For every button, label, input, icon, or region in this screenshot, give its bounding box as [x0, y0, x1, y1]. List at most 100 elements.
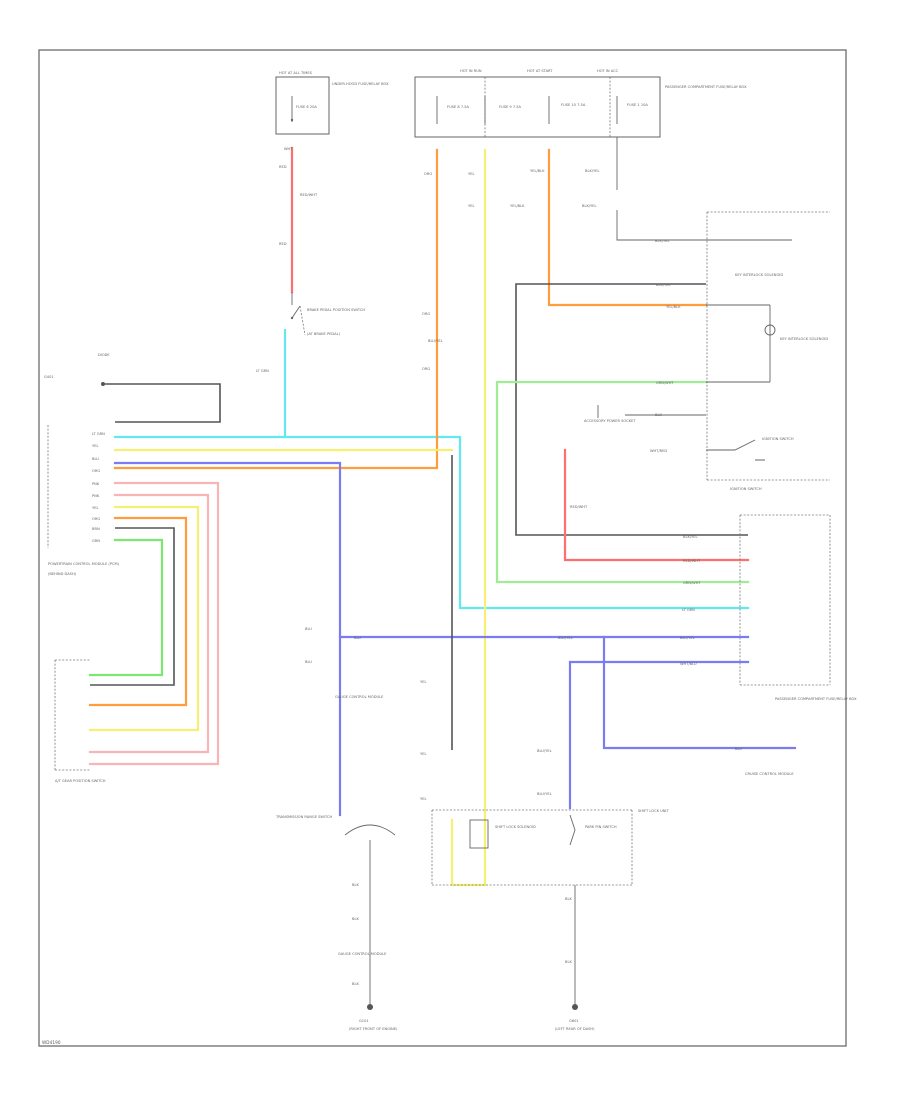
svg-text:FUSE 1 10A: FUSE 1 10A — [627, 103, 648, 107]
svg-text:BLU: BLU — [354, 636, 361, 640]
svg-text:FUSE 10 7.5A: FUSE 10 7.5A — [561, 103, 586, 107]
svg-text:RED/WHT: RED/WHT — [570, 505, 588, 509]
ground-bottom-left: G101 (RIGHT FRONT OF ENGINE) — [349, 1004, 398, 1031]
svg-text:ORG: ORG — [92, 517, 100, 521]
svg-text:HOT AT START: HOT AT START — [527, 69, 553, 73]
svg-text:HOT AT ALL TIMES: HOT AT ALL TIMES — [279, 71, 313, 75]
svg-text:BLK: BLK — [655, 413, 662, 417]
footer-code: WD4190 — [42, 1040, 61, 1045]
svg-text:UNDER-HOOD FUSE/RELAY BOX: UNDER-HOOD FUSE/RELAY BOX — [332, 82, 389, 86]
svg-text:BLK: BLK — [352, 883, 359, 887]
svg-text:A/T GEAR POSITION SWITCH: A/T GEAR POSITION SWITCH — [55, 779, 106, 783]
svg-text:GRN: GRN — [92, 539, 100, 543]
diagram-frame — [38, 49, 847, 1047]
svg-text:BLU: BLU — [735, 747, 742, 751]
svg-text:YEL: YEL — [420, 752, 426, 756]
svg-text:LT GRN: LT GRN — [682, 608, 695, 612]
svg-text:YEL/BLK: YEL/BLK — [510, 204, 525, 208]
svg-text:RED: RED — [279, 242, 287, 246]
svg-text:YEL: YEL — [420, 797, 426, 801]
svg-text:CRUISE CONTROL MODULE: CRUISE CONTROL MODULE — [745, 772, 794, 776]
svg-text:POWERTRAIN CONTROL MODULE (PCM: POWERTRAIN CONTROL MODULE (PCM) — [48, 562, 120, 566]
ground-bottom-right: G601 (LEFT REAR OF DASH) — [555, 1004, 595, 1031]
svg-text:IGNITION SWITCH: IGNITION SWITCH — [762, 437, 794, 441]
passenger-fuse-box-connector: PASSENGER COMPARTMENT FUSE/RELAY BOX — [739, 514, 857, 701]
svg-text:GRN/WHT: GRN/WHT — [656, 381, 674, 385]
svg-text:TRANSMISSION RANGE SWITCH: TRANSMISSION RANGE SWITCH — [275, 815, 333, 819]
svg-text:BLU/YEL: BLU/YEL — [537, 749, 552, 753]
svg-text:GRN/WHT: GRN/WHT — [683, 581, 701, 585]
svg-text:ACCESSORY POWER SOCKET: ACCESSORY POWER SOCKET — [584, 419, 636, 423]
svg-text:BLU: BLU — [305, 660, 312, 664]
svg-text:KEY INTERLOCK SOLENOID: KEY INTERLOCK SOLENOID — [735, 273, 783, 277]
gear-position-switch: A/T GEAR POSITION SWITCH — [54, 659, 106, 783]
svg-text:LT GRN: LT GRN — [92, 432, 105, 436]
svg-text:PARK PIN SWITCH: PARK PIN SWITCH — [585, 825, 617, 829]
svg-text:HOT IN ACC: HOT IN ACC — [597, 69, 619, 73]
svg-text:IGNITION SWITCH: IGNITION SWITCH — [730, 487, 762, 491]
svg-text:ORG: ORG — [424, 172, 432, 176]
svg-text:YEL/BLK: YEL/BLK — [530, 169, 545, 173]
svg-text:YEL: YEL — [92, 506, 98, 510]
svg-text:RED/WHT: RED/WHT — [683, 559, 701, 563]
svg-text:BLK/YEL: BLK/YEL — [655, 239, 670, 243]
svg-text:KEY INTERLOCK SOLENOID: KEY INTERLOCK SOLENOID — [780, 337, 828, 341]
pcm-connector: POWERTRAIN CONTROL MODULE (PCM) (BEHIND … — [47, 425, 120, 576]
svg-text:(RIGHT FRONT OF ENGINE): (RIGHT FRONT OF ENGINE) — [349, 1027, 398, 1031]
svg-text:PNK: PNK — [92, 494, 100, 498]
svg-text:PNK: PNK — [92, 482, 100, 486]
svg-text:BRAKE PEDAL POSITION SWITCH: BRAKE PEDAL POSITION SWITCH — [307, 308, 365, 312]
shift-lock-unit: SHIFT LOCK UNIT SHIFT LOCK SOLENOID PARK… — [431, 809, 669, 886]
svg-text:BLU: BLU — [92, 457, 99, 461]
svg-text:PASSENGER COMPARTMENT FUSE/REL: PASSENGER COMPARTMENT FUSE/RELAY BOX — [665, 85, 747, 89]
svg-text:YEL: YEL — [468, 172, 474, 176]
svg-text:G401: G401 — [44, 375, 54, 379]
svg-text:RED/WHT: RED/WHT — [300, 193, 318, 197]
svg-text:BLK/YEL: BLK/YEL — [656, 283, 671, 287]
svg-text:ORG: ORG — [422, 367, 430, 371]
svg-text:ORG: ORG — [422, 312, 430, 316]
svg-text:SHIFT LOCK SOLENOID: SHIFT LOCK SOLENOID — [495, 825, 536, 829]
svg-text:DIODE: DIODE — [98, 353, 110, 357]
svg-text:FUSE 6 20A: FUSE 6 20A — [296, 105, 317, 109]
svg-text:BLK: BLK — [352, 982, 359, 986]
svg-text:ORG: ORG — [92, 469, 100, 473]
svg-text:(LEFT REAR OF DASH): (LEFT REAR OF DASH) — [555, 1027, 595, 1031]
svg-text:WHT: WHT — [284, 147, 293, 151]
svg-text:BLU: BLU — [305, 627, 312, 631]
svg-text:GAUGE CONTROL MODULE: GAUGE CONTROL MODULE — [335, 695, 384, 699]
svg-text:FUSE 8 7.5A: FUSE 8 7.5A — [447, 105, 470, 109]
svg-text:SHIFT LOCK UNIT: SHIFT LOCK UNIT — [638, 809, 669, 813]
svg-text:YEL: YEL — [420, 680, 426, 684]
svg-text:BLU/YEL: BLU/YEL — [537, 792, 552, 796]
svg-text:G101: G101 — [359, 1019, 369, 1023]
svg-text:BLU/YEL: BLU/YEL — [558, 636, 573, 640]
svg-text:PASSENGER COMPARTMENT FUSE/REL: PASSENGER COMPARTMENT FUSE/RELAY BOX — [775, 697, 857, 701]
svg-text:(BEHIND DASH): (BEHIND DASH) — [48, 572, 77, 576]
svg-text:BLK/YEL: BLK/YEL — [585, 169, 600, 173]
svg-text:BLK/YEL: BLK/YEL — [582, 204, 597, 208]
svg-text:BLK: BLK — [352, 917, 359, 921]
transmission-range-switch: TRANSMISSION RANGE SWITCH — [275, 815, 396, 865]
brake-pedal-switch: BRAKE PEDAL POSITION SWITCH (AT BRAKE PE… — [290, 292, 365, 336]
svg-text:BLK: BLK — [565, 897, 572, 901]
svg-text:BLU/YEL: BLU/YEL — [428, 339, 443, 343]
svg-text:WHT/RED: WHT/RED — [650, 449, 667, 453]
svg-text:WHT/BLU: WHT/BLU — [680, 662, 697, 666]
svg-text:LT GRN: LT GRN — [256, 369, 269, 373]
svg-text:YEL: YEL — [92, 444, 98, 448]
svg-text:BLU/YEL: BLU/YEL — [680, 636, 695, 640]
svg-text:GAUGE CONTROL MODULE: GAUGE CONTROL MODULE — [338, 952, 387, 956]
svg-text:BLK/YEL: BLK/YEL — [683, 535, 698, 539]
svg-text:BLK: BLK — [565, 960, 572, 964]
svg-text:(AT BRAKE PEDAL): (AT BRAKE PEDAL) — [307, 332, 341, 336]
svg-text:G601: G601 — [569, 1019, 579, 1023]
svg-text:YEL/BLK: YEL/BLK — [666, 305, 681, 309]
key-interlock-unit: KEY INTERLOCK SOLENOID KEY INTERLOCK SOL… — [584, 211, 830, 491]
svg-text:HOT IN RUN: HOT IN RUN — [460, 69, 482, 73]
svg-text:RED: RED — [279, 165, 287, 169]
fuse-box-right: HOT IN RUN HOT AT START HOT IN ACC FUSE … — [414, 69, 747, 138]
svg-text:YEL: YEL — [468, 204, 474, 208]
fuse-box-left: HOT AT ALL TIMES UNDER-HOOD FUSE/RELAY B… — [275, 71, 389, 135]
